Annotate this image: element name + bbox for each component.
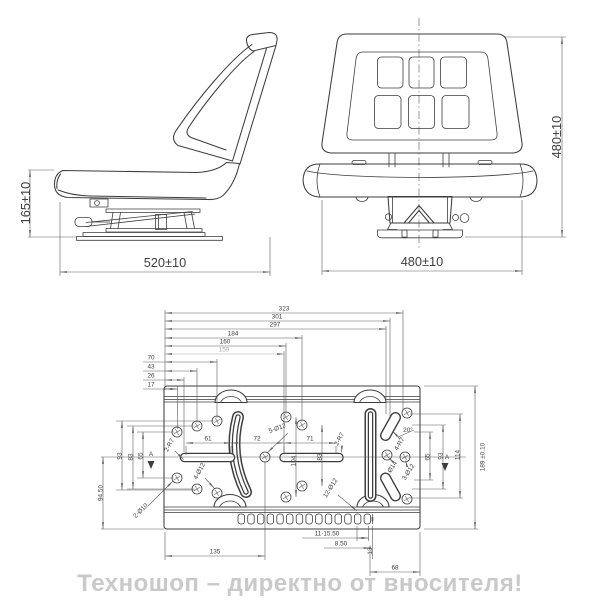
base-rail: [82, 232, 206, 237]
dim-93-right: 93: [438, 452, 445, 460]
angled-oval-top: [380, 412, 401, 441]
bracket-bolt-right: [452, 214, 459, 221]
backrest-inner-border: [346, 51, 498, 141]
dim-159: 159: [219, 347, 230, 354]
mounting-plate-view: 323 301 297 184 160 159 70 43 26 17 94.5…: [98, 306, 487, 576]
dim-104: 104: [291, 455, 298, 466]
hole: [401, 407, 413, 419]
dim-184: 184: [228, 331, 239, 338]
dim-65-left: 65: [138, 452, 145, 460]
side-height-dim: 165±10: [18, 182, 33, 225]
callout-2xD10: 2-Ø10: [132, 502, 150, 520]
hole: [381, 449, 393, 461]
dim-297: 297: [270, 322, 281, 329]
dim-93-left: 93: [117, 452, 124, 460]
seat-cushion-side: [53, 161, 241, 201]
dim-94-50: 94.50: [98, 485, 105, 501]
dim-323: 323: [279, 306, 290, 313]
seat-side-view: 165±10 520±10: [18, 31, 278, 276]
dim-26: 26: [147, 373, 155, 380]
dim-61: 61: [204, 436, 212, 443]
seat-front-view: 480±10 480±10: [302, 18, 566, 275]
dim-17: 17: [147, 382, 155, 389]
curved-slot-left: [228, 411, 252, 498]
bottom-slot-row: [237, 513, 372, 525]
callout-4-r7: 4-R7: [393, 436, 407, 452]
headrest-side: [245, 31, 278, 52]
backrest-connectors: [388, 152, 450, 168]
callout-4xD12: 4-Ø12: [192, 461, 207, 480]
watermark-text: Техношоп – директно от вносителя!: [77, 570, 522, 597]
dim-8-50: 8.50: [335, 541, 348, 548]
datum-arrow-right: [441, 463, 449, 471]
dim-160: 160: [220, 339, 231, 346]
plate-outline: [163, 385, 421, 530]
dim-189: 189 ±0.10: [480, 442, 487, 471]
callout-D14: Ø14: [387, 460, 400, 474]
backrest-frame-side: [231, 44, 277, 165]
dim-83-left: 83: [128, 453, 135, 461]
dim-114: 114: [455, 449, 462, 460]
front-height-dim: 480±10: [549, 116, 564, 159]
side-width-dim: 520±10: [144, 255, 187, 270]
backrest-cushion-side: [172, 43, 255, 162]
hole: [211, 487, 223, 499]
dim-43: 43: [147, 364, 155, 371]
base-plate: [76, 236, 223, 241]
dim-65-right: 65: [425, 453, 432, 461]
seat-cushion-front: [302, 163, 538, 198]
datum-a-right: A: [445, 454, 450, 461]
hole: [401, 493, 413, 505]
callout-12xD12: 12-Ø12: [322, 477, 339, 499]
hole: [296, 480, 308, 492]
datum-arrow-left: [147, 461, 155, 469]
callout-2-r7-right: 2-R7: [333, 431, 346, 447]
dim-70: 70: [147, 355, 155, 362]
dim-72: 72: [253, 436, 261, 443]
callout-2-r7-left: 2-R7: [163, 437, 176, 453]
datum-a-left: A: [149, 451, 154, 458]
dim-pitch: 11-15.50: [315, 531, 340, 538]
suspension-side: [74, 198, 223, 241]
angled-oval-bottom: [380, 472, 401, 502]
bracket-knob: [459, 213, 470, 223]
hole: [280, 491, 292, 503]
front-width-dim: 480±10: [401, 254, 444, 269]
dim-68: 68: [391, 565, 399, 572]
bracket-bolt-left: [384, 213, 393, 221]
dim-13: 13: [367, 547, 374, 555]
backrest-grid: [374, 56, 470, 129]
backrest-front: [321, 33, 523, 154]
callout-3xD12: 3-Ø12: [401, 462, 417, 481]
callout-5xD12: 5-Ø12: [268, 422, 288, 435]
dim-301: 301: [272, 314, 283, 321]
dim-71: 71: [306, 436, 314, 443]
dim-135: 135: [210, 549, 221, 556]
dim-83-center: 83: [317, 453, 324, 461]
dim-angle-20: 20°: [403, 426, 413, 434]
mounting-bracket-front: [377, 195, 470, 239]
